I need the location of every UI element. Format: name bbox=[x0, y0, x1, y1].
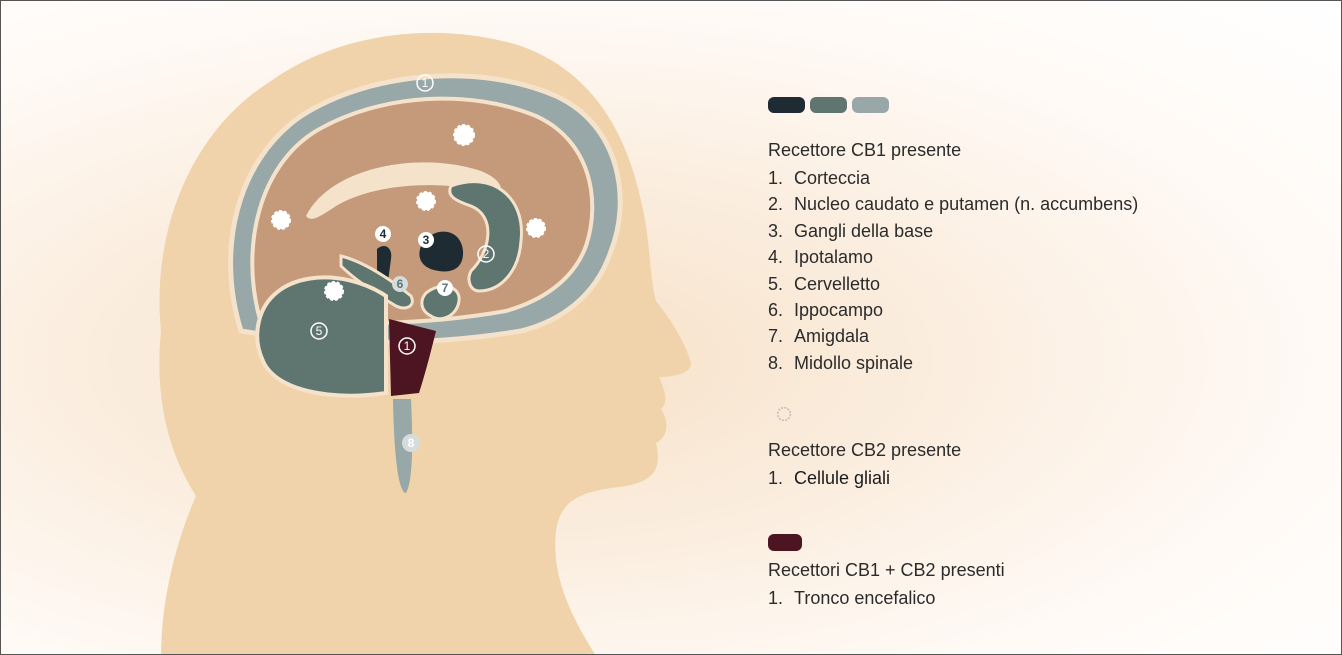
region-label-1-cortex: 1 bbox=[422, 76, 429, 90]
cb1-swatches bbox=[768, 97, 1138, 115]
cb1-swatch-mid bbox=[810, 97, 847, 113]
cb1-heading: Recettore CB1 presente bbox=[768, 137, 1138, 163]
dotted-circle-icon bbox=[776, 406, 792, 422]
cb1-cb2-list: 1.Tronco encefalico bbox=[768, 585, 1138, 611]
list-item: 8.Midollo spinale bbox=[768, 350, 1138, 376]
list-item: 1.Corteccia bbox=[768, 165, 1138, 191]
list-item: 3.Gangli della base bbox=[768, 218, 1138, 244]
region-label-2: 2 bbox=[483, 247, 490, 261]
cb1-cb2-swatch bbox=[768, 534, 802, 551]
cb2-list: 1.Cellule gliali bbox=[768, 465, 1138, 491]
glial-marker bbox=[527, 219, 545, 237]
region-label-3: 3 bbox=[423, 233, 430, 247]
cb1-list: 1.Corteccia 2.Nucleo caudato e putamen (… bbox=[768, 165, 1138, 376]
cb1-swatch-dark bbox=[768, 97, 805, 113]
legend: Recettore CB1 presente 1.Corteccia 2.Nuc… bbox=[768, 97, 1138, 611]
list-item: 5.Cervelletto bbox=[768, 271, 1138, 297]
list-item: 1.Cellule gliali bbox=[768, 465, 1138, 491]
region-label-1-brainstem: 1 bbox=[404, 339, 411, 353]
cb1-cb2-heading: Recettori CB1 + CB2 presenti bbox=[768, 557, 1138, 583]
list-item: 7.Amigdala bbox=[768, 323, 1138, 349]
region-label-5: 5 bbox=[316, 324, 323, 338]
cb2-heading: Recettore CB2 presente bbox=[768, 437, 1138, 463]
list-item: 2.Nucleo caudato e putamen (n. accumbens… bbox=[768, 191, 1138, 217]
region-label-8: 8 bbox=[408, 436, 415, 450]
list-item: 4.Ipotalamo bbox=[768, 244, 1138, 270]
glial-marker bbox=[454, 125, 474, 145]
list-item: 6.Ippocampo bbox=[768, 297, 1138, 323]
glial-marker bbox=[272, 211, 290, 229]
region-label-6: 6 bbox=[397, 277, 404, 291]
glial-marker bbox=[325, 282, 343, 300]
cb1-swatch-light bbox=[852, 97, 889, 113]
glial-marker bbox=[417, 192, 435, 210]
region-label-7: 7 bbox=[442, 281, 449, 295]
region-label-4: 4 bbox=[380, 227, 387, 241]
list-item: 1.Tronco encefalico bbox=[768, 585, 1138, 611]
